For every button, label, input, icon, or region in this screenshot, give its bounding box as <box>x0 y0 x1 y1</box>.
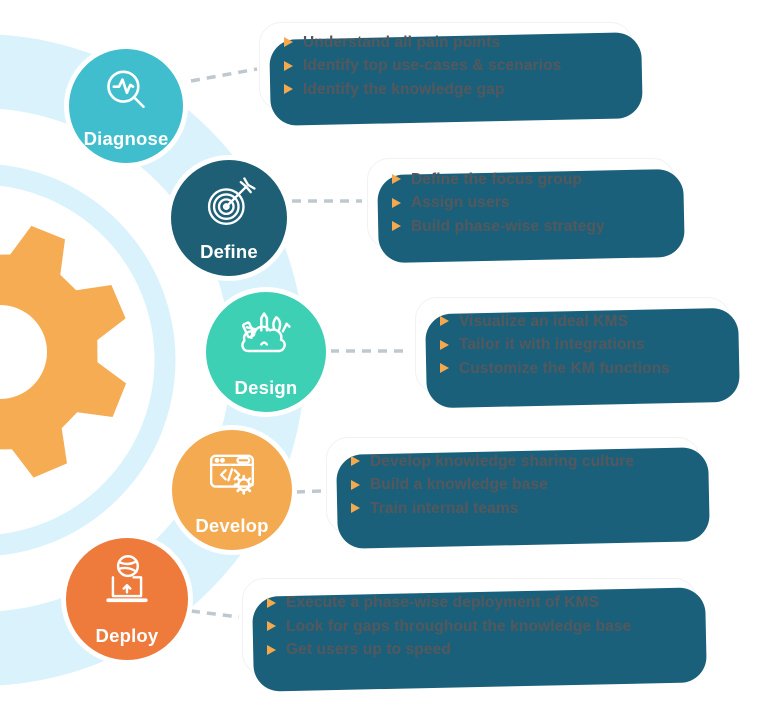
bullet-arrow-icon <box>440 363 449 374</box>
card-item-text: Execute a phase-wise deployment of KMS <box>286 594 600 612</box>
step-circle-diagnose: Diagnose <box>64 44 188 168</box>
diagnose-items: Understand all pain points Identify top … <box>284 31 616 102</box>
step-circle-design: Design <box>201 287 331 417</box>
card-item: Assign users <box>392 191 658 215</box>
card-item-text: Understand all pain points <box>303 33 501 51</box>
bullet-arrow-icon <box>267 644 276 655</box>
card-item-text: Develop knowledge sharing culture <box>370 452 635 470</box>
bullet-arrow-icon <box>267 597 276 608</box>
card-item-text: Build phase-wise strategy <box>411 217 605 235</box>
bullet-arrow-icon <box>351 503 360 514</box>
bullet-arrow-icon <box>284 37 293 48</box>
card-item: Define the focus group <box>392 168 658 192</box>
card-item: Customize the KM functions <box>440 357 713 381</box>
connector-dashed-line <box>190 67 258 83</box>
deploy-items: Execute a phase-wise deployment of KMS L… <box>267 591 680 662</box>
creative-cloud-icon <box>236 306 296 366</box>
design-card: Visualize an ideal KMS Tailor it with in… <box>415 297 730 393</box>
step-circle-develop: Develop <box>167 425 297 555</box>
bullet-arrow-icon <box>392 174 401 185</box>
card-item-text: Customize the KM functions <box>459 359 670 377</box>
step-label: Diagnose <box>83 128 169 149</box>
card-item-text: Tailor it with integrations <box>459 336 645 354</box>
develop-card: Develop knowledge sharing culture Build … <box>326 437 700 533</box>
step-circle-deploy: Deploy <box>61 533 193 665</box>
step-label: Define <box>200 241 258 262</box>
card-item-text: Identify the knowledge gap <box>303 80 505 98</box>
bullet-arrow-icon <box>392 221 401 232</box>
step-label: Develop <box>195 515 269 536</box>
bullet-arrow-icon <box>351 479 360 490</box>
diagnose-card: Understand all pain points Identify top … <box>259 22 633 110</box>
bullet-arrow-icon <box>284 84 293 95</box>
bullet-arrow-icon <box>351 456 360 467</box>
card-item: Get users up to speed <box>267 638 680 662</box>
connector-dashed-line <box>190 609 240 619</box>
card-item: Build phase-wise strategy <box>392 215 658 239</box>
magnifier-pulse-icon <box>98 63 154 119</box>
define-items: Define the focus group Assign users Buil… <box>392 168 658 239</box>
design-items: Visualize an ideal KMS Tailor it with in… <box>440 310 713 381</box>
step-circle-define: Define <box>166 155 292 281</box>
develop-items: Develop knowledge sharing culture Build … <box>351 450 683 521</box>
connector-dashed-line <box>295 489 323 494</box>
target-arrow-icon <box>200 174 258 232</box>
gear-hole <box>0 305 47 399</box>
card-item: Build a knowledge base <box>351 473 683 497</box>
code-window-gear-icon <box>203 444 261 502</box>
card-item: Tailor it with integrations <box>440 333 713 357</box>
step-label: Deploy <box>95 625 159 646</box>
card-item-text: Define the focus group <box>411 170 582 188</box>
card-item: Identify top use-cases & scenarios <box>284 54 616 78</box>
card-item: Look for gaps throughout the knowledge b… <box>267 615 680 639</box>
card-item-text: Get users up to speed <box>286 641 451 659</box>
card-item-text: Build a knowledge base <box>370 476 548 494</box>
card-item: Identify the knowledge gap <box>284 78 616 102</box>
card-item-text: Visualize an ideal KMS <box>459 312 629 330</box>
card-item-text: Assign users <box>411 194 510 212</box>
bullet-arrow-icon <box>392 197 401 208</box>
card-item: Execute a phase-wise deployment of KMS <box>267 591 680 615</box>
bullet-arrow-icon <box>440 339 449 350</box>
define-card: Define the focus group Assign users Buil… <box>367 158 675 248</box>
card-item-text: Identify top use-cases & scenarios <box>303 57 562 75</box>
card-item-text: Look for gaps throughout the knowledge b… <box>286 617 632 635</box>
deploy-card: Execute a phase-wise deployment of KMS L… <box>242 578 697 675</box>
gear-icon <box>0 225 127 478</box>
card-item: Visualize an ideal KMS <box>440 310 713 334</box>
laptop-globe-icon <box>97 552 157 612</box>
card-item-text: Train internal teams <box>370 499 519 517</box>
inner-arc <box>0 164 176 556</box>
step-label: Design <box>234 377 298 398</box>
card-item: Train internal teams <box>351 497 683 521</box>
card-item: Develop knowledge sharing culture <box>351 450 683 474</box>
card-item: Understand all pain points <box>284 31 616 55</box>
bullet-arrow-icon <box>284 60 293 71</box>
bullet-arrow-icon <box>440 316 449 327</box>
bullet-arrow-icon <box>267 621 276 632</box>
